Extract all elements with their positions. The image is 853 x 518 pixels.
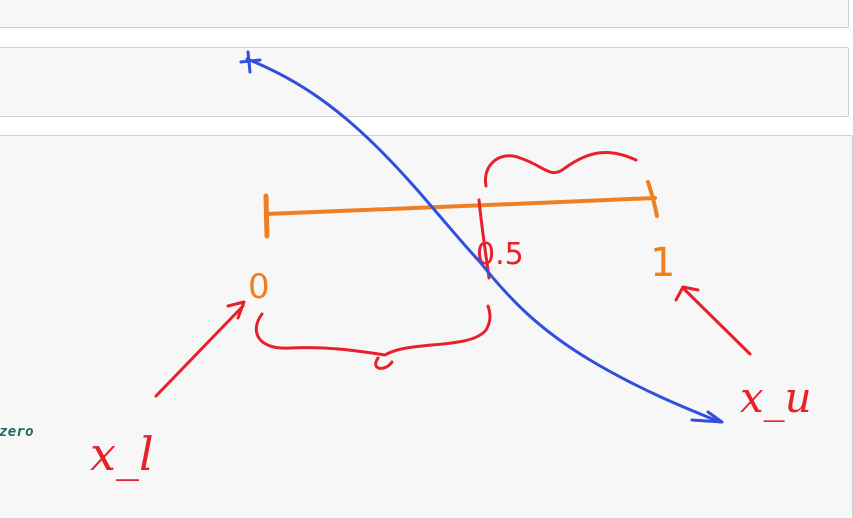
notebook-cell-1[interactable] (0, 0, 849, 28)
notebook-cell-2[interactable] (0, 47, 849, 117)
code-text-fragment: zero (0, 424, 34, 440)
notebook-cell-3[interactable] (0, 135, 853, 518)
